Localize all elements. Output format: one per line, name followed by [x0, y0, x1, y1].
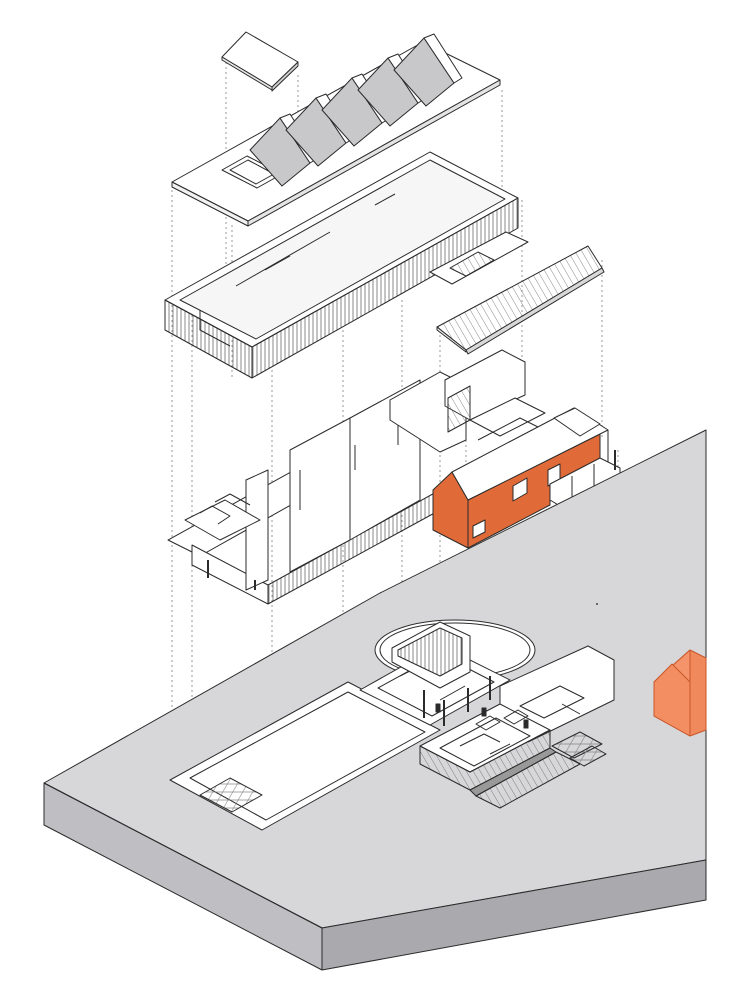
pitched-roof-annex — [436, 245, 605, 355]
site-plan — [169, 619, 615, 831]
orange-house-marker — [653, 649, 707, 737]
ground-storey — [167, 349, 546, 605]
site-point-marker — [596, 603, 598, 605]
orange-annex — [432, 407, 621, 549]
upper-storey — [164, 151, 529, 379]
sawtooth-gables — [249, 33, 463, 187]
site-ground — [43, 429, 707, 971]
roof-cap — [221, 31, 299, 92]
